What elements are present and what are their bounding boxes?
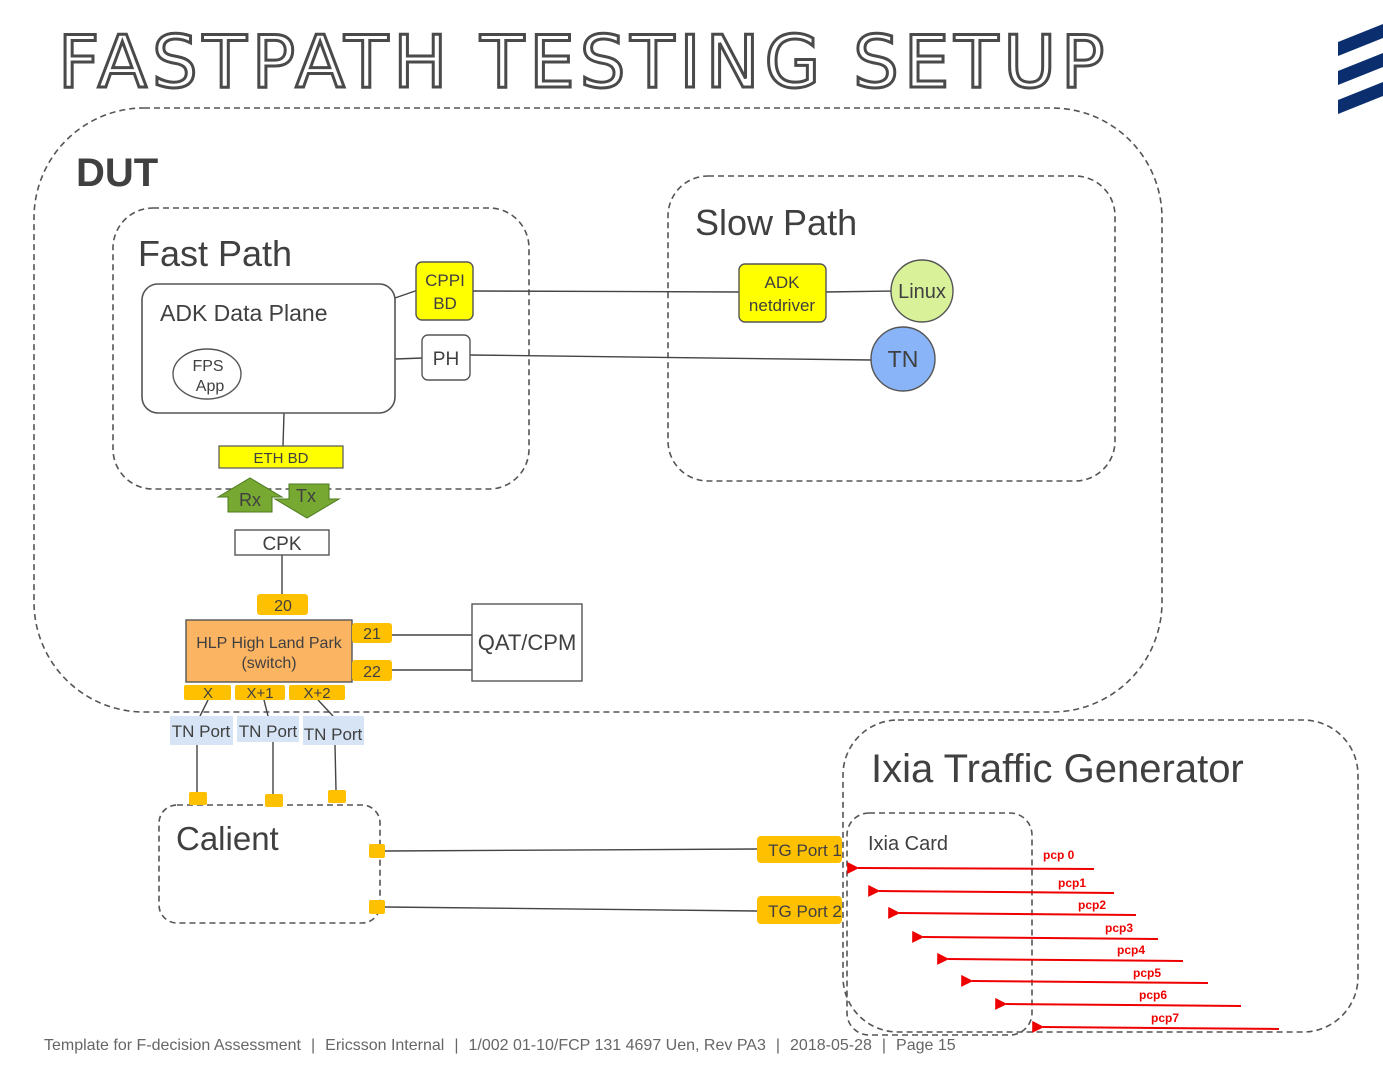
pcp6-label: pcp6 [1139, 988, 1167, 1002]
pcp6-arrow [995, 997, 1242, 1010]
linux-circle [890, 259, 954, 323]
pcp7-label: pcp7 [1151, 1011, 1179, 1025]
tn-port-2-label: TN Port [239, 722, 298, 741]
pcp-arrows [847, 861, 1280, 1033]
port-x1-label: X+1 [246, 685, 273, 702]
port-22-label: 22 [363, 664, 381, 681]
tx-label: Tx [296, 486, 316, 506]
port-x1-badge [235, 685, 285, 700]
pcp4-arrow [937, 952, 1184, 965]
calient-port-top-1 [189, 792, 207, 805]
pcp3-label: pcp3 [1105, 921, 1133, 935]
tg-port-2-badge [757, 896, 842, 924]
rx-label: Rx [239, 490, 261, 510]
tn-port-3-label: TN Port [304, 725, 363, 744]
calient-port-right-2 [369, 900, 385, 914]
calient-port-top-3 [328, 790, 346, 803]
tn-port-1-label: TN Port [172, 722, 231, 741]
ixia-card-container [846, 812, 1033, 1036]
pcp4-label: pcp4 [1117, 943, 1145, 957]
cpk-box [234, 529, 330, 556]
tn-port-2-box [237, 716, 299, 742]
pcp3-arrow [912, 930, 1159, 943]
tn-label: TN [888, 346, 919, 372]
adk-netdriver-box [738, 263, 827, 323]
pcp2-label: pcp2 [1078, 898, 1106, 912]
footer-classification: Ericsson Internal [325, 1037, 445, 1054]
adk-netdriver-line1: ADK [765, 273, 801, 292]
footer-date: 2018-05-28 [790, 1037, 872, 1054]
ericsson-logo-icon [1338, 24, 1383, 114]
tg-port-2-label: TG Port 2 [768, 902, 842, 921]
fps-app-line1: FPS [192, 358, 223, 375]
pcp0-label: pcp 0 [1043, 848, 1075, 862]
calient-port-top-2 [265, 794, 283, 807]
tg-port-1-badge [757, 836, 842, 863]
footer-template: Template for F-decision Assessment [44, 1037, 301, 1054]
port-20-label: 20 [274, 598, 292, 615]
eth-bd-label: ETH BD [253, 450, 308, 467]
qat-cpm-label: QAT/CPM [478, 630, 577, 655]
fps-app-line2: App [196, 378, 225, 395]
pcp-labels: pcp 0 pcp1 pcp2 pcp3 pcp4 pcp5 pcp6 pcp7 [1043, 848, 1179, 1025]
hlp-switch-line1: HLP High Land Park [196, 635, 343, 652]
ixia-card-label: Ixia Card [868, 833, 948, 855]
tn-port-1-box [170, 716, 233, 745]
port-20-badge [257, 594, 308, 615]
pcp1-label: pcp1 [1058, 876, 1086, 890]
connector-lines [196, 289, 893, 912]
linux-label: Linux [898, 281, 946, 303]
port-21-label: 21 [363, 626, 381, 643]
port-21-badge [352, 623, 392, 643]
port-x-badge [184, 685, 231, 700]
dut-label: DUT [76, 151, 158, 195]
ph-box [421, 334, 471, 381]
slow-path-container [667, 175, 1116, 482]
pcp5-label: pcp5 [1133, 966, 1161, 980]
tg-port-1-label: TG Port 1 [768, 841, 842, 860]
ixia-label: Ixia Traffic Generator [871, 747, 1244, 791]
pcp1-arrow [868, 884, 1115, 897]
cppi-bd-line2: BD [433, 294, 457, 313]
fast-path-label: Fast Path [138, 233, 292, 274]
ph-label: PH [433, 349, 459, 370]
footer-doc-id: 1/002 01-10/FCP 131 4697 Uen, Rev PA3 [468, 1037, 766, 1054]
port-x-label: X [203, 685, 213, 702]
tx-arrow-icon [273, 483, 341, 519]
dut-container [33, 107, 1163, 713]
rx-arrow-icon [216, 477, 284, 513]
pcp5-arrow [961, 974, 1209, 987]
hlp-switch-line2: (switch) [241, 655, 296, 672]
pcp0-arrow [847, 861, 1095, 874]
hlp-switch-box [185, 619, 353, 683]
port-x2-label: X+2 [303, 685, 330, 702]
adk-netdriver-line2: netdriver [749, 296, 815, 315]
cppi-bd-line1: CPPI [425, 271, 465, 290]
adk-data-plane-label: ADK Data Plane [160, 300, 327, 326]
footer-page: Page 15 [896, 1037, 956, 1054]
pcp2-arrow [888, 906, 1137, 919]
cpk-label: CPK [262, 534, 301, 555]
footer: Template for F-decision Assessment|Erics… [44, 1037, 956, 1054]
qat-cpm-box [471, 603, 583, 682]
tn-port-3-box [303, 716, 364, 745]
cppi-bd-box [415, 261, 474, 321]
pcp7-arrow [1032, 1020, 1280, 1033]
ixia-container [842, 719, 1359, 1033]
slow-path-label: Slow Path [695, 202, 857, 243]
port-22-badge [352, 660, 392, 681]
fps-app-ellipse [172, 348, 242, 400]
tn-circle [870, 326, 936, 392]
calient-label: Calient [176, 820, 279, 857]
port-x2-badge [289, 685, 345, 700]
eth-bd-box [218, 445, 344, 469]
slide-title: FASTPATH TESTING SETUP [56, 19, 1110, 106]
calient-port-right-1 [369, 844, 385, 858]
